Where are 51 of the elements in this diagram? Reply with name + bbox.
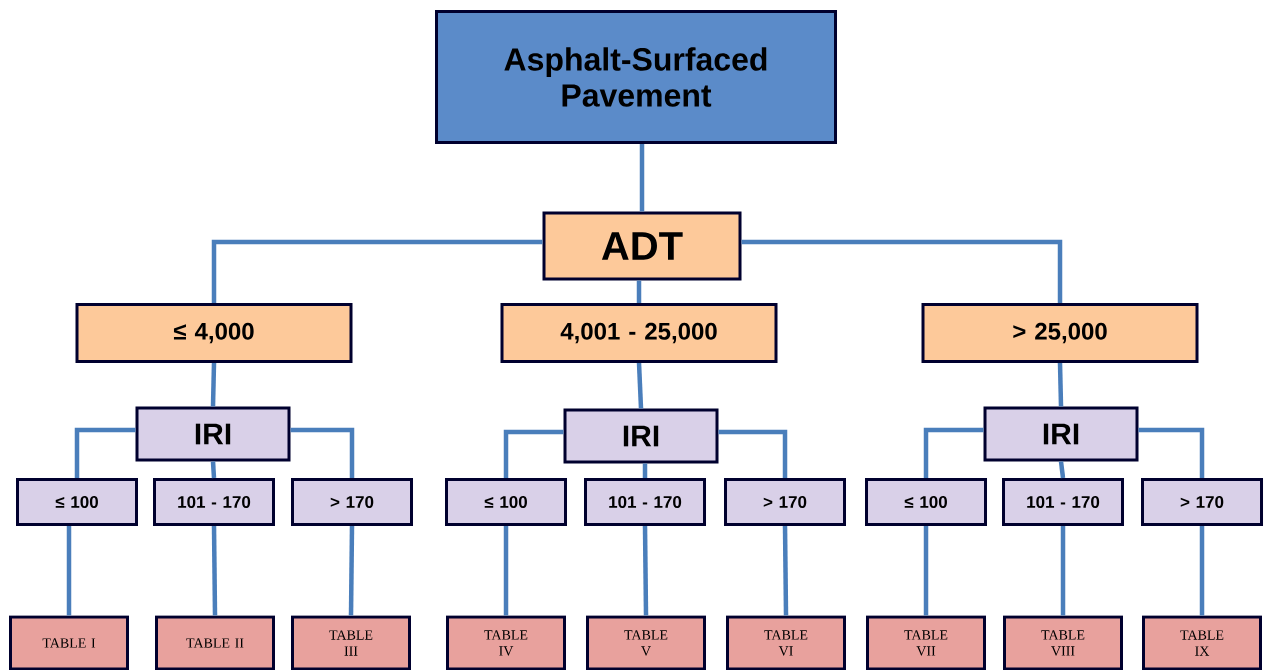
connector-line — [642, 526, 649, 616]
connector-line — [348, 526, 355, 616]
range-box: > 170 — [1141, 478, 1263, 526]
connector-line — [923, 526, 929, 616]
range-box: > 25,000 — [921, 303, 1199, 363]
connector-line — [923, 427, 984, 478]
category-box: ADT — [542, 211, 742, 281]
connector-line — [782, 526, 789, 616]
connector-line — [718, 429, 788, 478]
connector-line — [211, 239, 543, 303]
table-box: TABLE IX — [1142, 615, 1262, 670]
table-box: TABLE VIII — [1003, 615, 1123, 670]
connector-line — [636, 280, 642, 303]
connector-line — [210, 461, 217, 479]
connector-line — [211, 525, 218, 616]
table-box: TABLE VII — [866, 615, 986, 670]
connector-line — [642, 463, 648, 478]
range-box: ≤ 100 — [16, 478, 138, 526]
connector-line — [74, 427, 136, 478]
range-box: 4,001 - 25,000 — [500, 303, 778, 363]
connector-line — [741, 239, 1063, 303]
connector-line — [639, 144, 645, 212]
connector-line — [1138, 427, 1205, 478]
table-box: TABLE IV — [446, 615, 566, 670]
table-box: TABLE VI — [726, 615, 846, 670]
range-box: 101 - 170 — [153, 478, 275, 526]
category-box: IRI — [135, 406, 291, 462]
range-box: > 170 — [724, 478, 846, 526]
title-box: Asphalt-Surfaced Pavement — [435, 10, 837, 144]
connector-line — [503, 429, 564, 478]
range-box: 101 - 170 — [1002, 478, 1124, 526]
connector-line — [210, 362, 217, 407]
connector-line — [1058, 461, 1066, 479]
table-box: TABLE II — [155, 615, 275, 670]
category-box: IRI — [983, 406, 1139, 462]
table-box: TABLE I — [9, 615, 129, 670]
range-box: ≤ 4,000 — [75, 303, 353, 363]
table-box: TABLE III — [291, 615, 411, 670]
category-box: IRI — [563, 408, 719, 464]
connector-line — [1060, 526, 1066, 616]
table-box: TABLE V — [586, 615, 706, 670]
connector-line — [636, 362, 644, 409]
connector-line — [290, 427, 355, 478]
connector-line — [66, 526, 72, 616]
connector-line — [503, 526, 509, 616]
range-box: ≤ 100 — [865, 478, 987, 526]
connector-line — [1199, 526, 1205, 616]
range-box: 101 - 170 — [584, 478, 706, 526]
connector-line — [1057, 362, 1064, 407]
range-box: > 170 — [291, 478, 413, 526]
range-box: ≤ 100 — [445, 478, 567, 526]
